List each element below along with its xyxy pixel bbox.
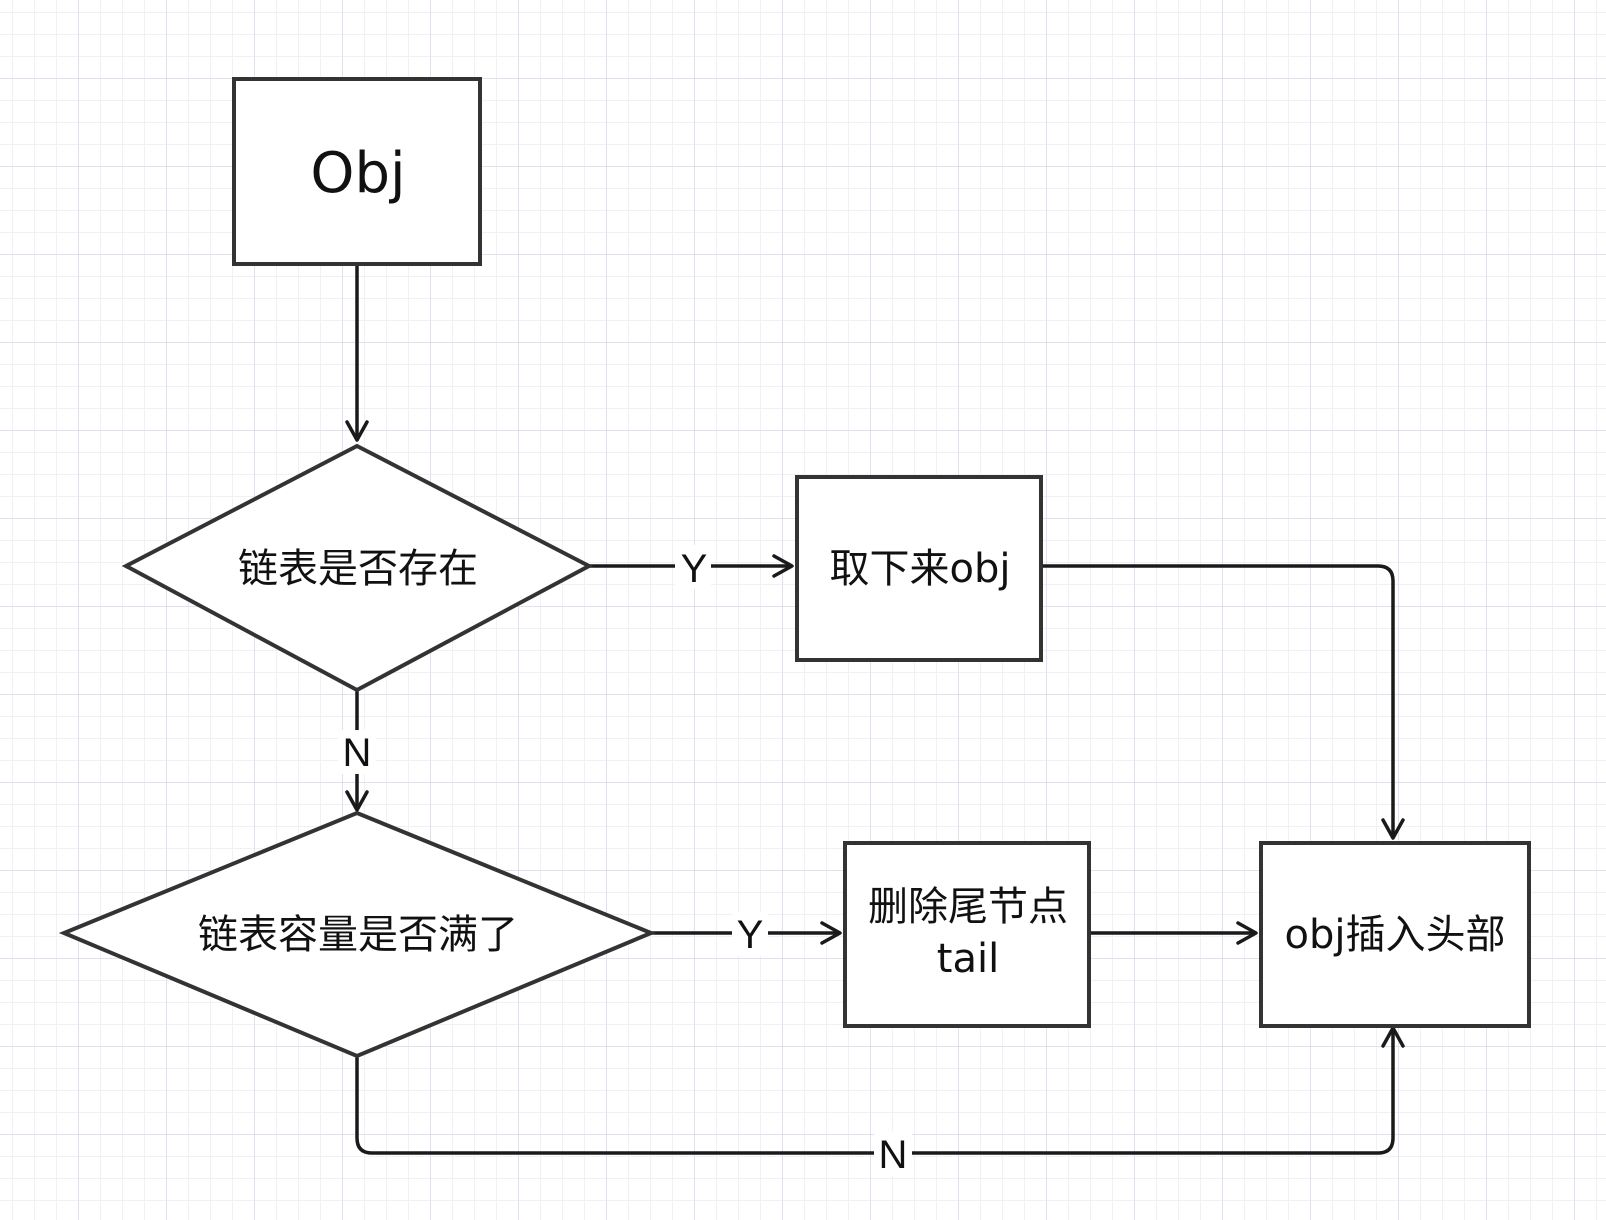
node-delete-tail-line2: tail [937,936,999,982]
edge-label-bg [732,912,768,956]
node-obj-label: Obj [310,141,405,206]
edge-label-list-exists-yes: Y [681,547,708,591]
decision-capacity-full-label: 链表容量是否满了 [198,912,518,958]
node-obj [232,77,482,266]
edge-label-bg [874,1132,912,1176]
arrowhead-take-down-to-insert-head [1381,818,1405,840]
edge-label-bg [338,730,376,774]
arrowhead-capacity-full-yes [820,921,842,945]
arrowhead-list-exists-no [345,790,369,812]
node-take-down-obj-label: 取下来obj [830,546,1011,592]
arrowhead-delete-tail-to-insert-head [1236,921,1258,945]
edge-label-list-exists-no: N [343,731,372,775]
edge-label-capacity-full-yes: Y [737,913,764,957]
node-delete-tail [843,841,1091,1028]
decision-list-exists-label: 链表是否存在 [238,546,478,592]
arrowhead-obj-to-list-exists [345,420,369,442]
node-insert-head [1259,841,1531,1028]
edge-label-capacity-full-no: N [879,1133,908,1177]
node-take-down-obj [795,475,1043,662]
node-insert-head-label: obj插入头部 [1285,912,1506,958]
arrowhead-list-exists-yes [772,554,794,578]
edge-label-bg [675,545,711,589]
edge-take-down-to-insert-head [1041,564,1395,838]
decision-list-exists [121,443,594,693]
node-delete-tail-line1: 删除尾节点 [868,884,1068,930]
decision-capacity-full [58,810,657,1059]
